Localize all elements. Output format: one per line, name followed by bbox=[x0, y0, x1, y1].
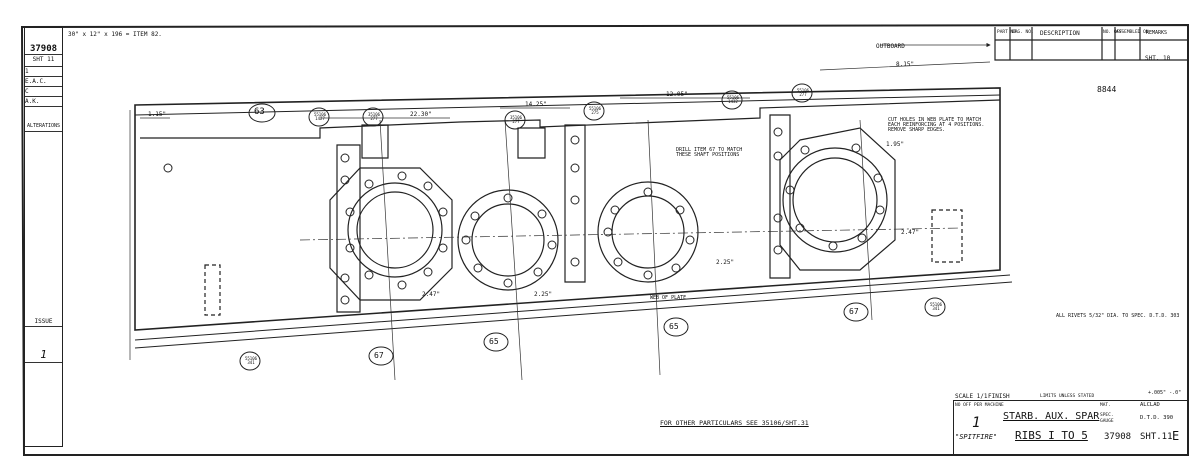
material-value: ALCLAD bbox=[1140, 402, 1160, 408]
top-note: 30" x 12" x 196 = ITEM 82. bbox=[68, 31, 162, 38]
col-drg-no: DRG. NO. bbox=[1012, 30, 1034, 35]
col-no-off: NO. OFF bbox=[1103, 30, 1122, 35]
dimension: 14.25" bbox=[525, 101, 547, 108]
reinforcing-ring-2 bbox=[457, 189, 559, 291]
scale: SCALE 1/1 bbox=[955, 393, 988, 400]
revision-strip: 37908 SHT 11 1 E.A.C. C A.K. ALTERATIONS… bbox=[24, 27, 63, 447]
callout: 65 bbox=[489, 337, 499, 346]
web-plate-label: WEB OF PLATE bbox=[650, 295, 687, 301]
material-label: MAT. bbox=[1100, 403, 1111, 408]
dimension: 8.15" bbox=[896, 61, 915, 68]
rib-stiffener-2 bbox=[564, 124, 586, 283]
header-sheet: SHT 11 bbox=[25, 56, 62, 67]
cut-holes-note: CUT HOLES IN WEB PLATE TO MATCH EACH REI… bbox=[888, 117, 985, 133]
alterations-label: ALTERATIONS bbox=[25, 123, 62, 132]
col-part-no: PART NO. bbox=[997, 30, 1019, 35]
rib-stiffener-3 bbox=[769, 114, 791, 279]
reinforcing-plate-1 bbox=[329, 167, 453, 301]
callout: 65 bbox=[669, 322, 679, 331]
tick-4: A.K. bbox=[25, 98, 62, 107]
dimension: 2.47" bbox=[901, 229, 920, 236]
title-block bbox=[953, 400, 1188, 455]
limits-label: LIMITS UNLESS STATED bbox=[1040, 394, 1095, 399]
title-sheet: SHT.11 bbox=[1140, 432, 1173, 442]
part-ref: 55106 341 bbox=[929, 302, 943, 311]
rib-stiffener-1 bbox=[336, 144, 361, 313]
header-drawing-number: 37908 bbox=[25, 44, 62, 55]
centre-line bbox=[299, 227, 961, 241]
spec-label: SPEC. bbox=[1100, 413, 1114, 418]
col-remarks: REMARKS bbox=[1146, 30, 1168, 36]
col-description: DESCRIPTION bbox=[1040, 30, 1080, 37]
dimension: 2.47" bbox=[422, 291, 441, 298]
dimension: 1.95" bbox=[886, 141, 905, 148]
callout: 63 bbox=[254, 107, 265, 117]
bracket-1 bbox=[361, 124, 389, 159]
part-ref: 55106 1432 bbox=[726, 95, 740, 104]
no-off-label: NO OFF PER MACHINE bbox=[955, 403, 1004, 408]
part-ref: 35106 277 bbox=[367, 112, 381, 121]
title-drawing-number: 37908 bbox=[1104, 432, 1132, 442]
dimension: 1.15" bbox=[148, 111, 167, 118]
callout: 67 bbox=[849, 307, 859, 316]
dimension: 22.30" bbox=[410, 111, 432, 118]
drawing-title-line-2: RIBS I TO 5 bbox=[1015, 429, 1088, 442]
part-ref: 55106 275 bbox=[588, 106, 602, 115]
reinforcing-plate-4 bbox=[779, 127, 896, 271]
dimension: 12.05" bbox=[666, 91, 688, 98]
dimension: 2.25" bbox=[716, 259, 735, 266]
tick-3: C bbox=[25, 88, 62, 97]
dimension: 2.25" bbox=[534, 291, 553, 298]
sheet-border bbox=[20, 23, 1189, 456]
quantity: 1 bbox=[972, 415, 981, 431]
part-ref: 35106 277 bbox=[509, 115, 523, 124]
callout: 67 bbox=[374, 351, 384, 360]
tick-2: E.A.C. bbox=[25, 78, 62, 87]
part-ref: 55106 341 bbox=[244, 356, 258, 365]
tick-1: 1 bbox=[25, 68, 62, 77]
drill-note: DRILL ITEM 67 TO MATCH THESE SHAFT POSIT… bbox=[676, 147, 743, 158]
ref-sheet: SHT. 10 bbox=[1145, 55, 1171, 62]
part-ref: 55106 1427 bbox=[313, 112, 327, 121]
bracket-2 bbox=[517, 127, 546, 159]
drawing-title-line-1: STARB. AUX. SPAR bbox=[1003, 411, 1100, 422]
spar-outline bbox=[134, 87, 1001, 331]
spar-bottom-flange bbox=[134, 274, 1013, 349]
col-assembled-on: ASSEMBLED ON bbox=[1116, 30, 1149, 35]
finish-label: FINISH bbox=[988, 393, 1010, 400]
revision-letter: E bbox=[1172, 429, 1180, 443]
spar-flange bbox=[134, 94, 1001, 116]
rivets-note: ALL RIVETS 5/32" DIA. TO SPEC. D.T.D. 30… bbox=[1056, 313, 1180, 319]
issue-label: ISSUE bbox=[25, 318, 62, 327]
spec-value: D.T.D. 390 bbox=[1140, 415, 1174, 421]
outboard-label: OUTBOARD bbox=[876, 43, 905, 50]
part-ref: 55106 277 bbox=[796, 88, 810, 97]
ref-corner: 8844 bbox=[1097, 85, 1117, 94]
aircraft-name: "SPITFIRE" bbox=[955, 433, 998, 441]
tolerance: +.005" -.0" bbox=[1148, 390, 1182, 396]
particulars-note: FOR OTHER PARTICULARS SEE 35106/SHT.31 bbox=[660, 419, 809, 427]
issue-number: 1 bbox=[25, 348, 62, 363]
reinforcing-ring-3 bbox=[597, 181, 699, 283]
gauge-label: GAUGE bbox=[1100, 419, 1114, 424]
parts-table bbox=[994, 27, 1188, 61]
